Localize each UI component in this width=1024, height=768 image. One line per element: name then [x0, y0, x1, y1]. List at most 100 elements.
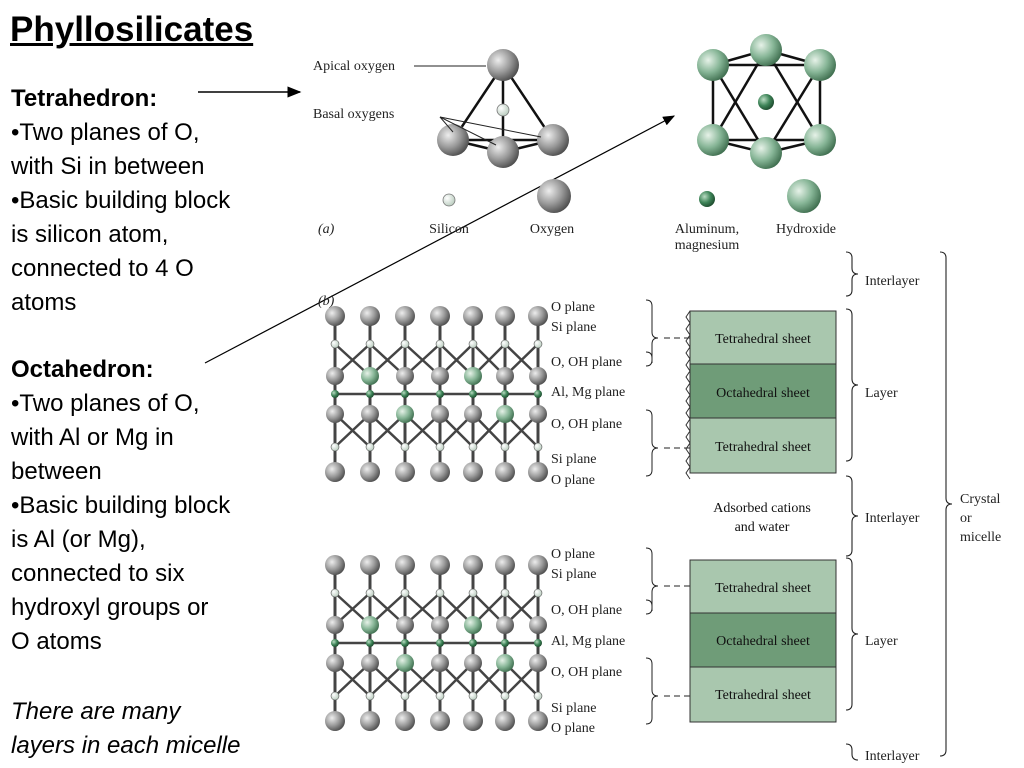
oxygen-atom	[431, 367, 449, 385]
hydroxide-atom	[361, 367, 379, 385]
silicon-atom	[365, 691, 375, 701]
tetra-line: is silicon atom,	[11, 221, 169, 248]
legend-oxygen: Oxygen	[530, 222, 574, 237]
note-line: layers in each micelle	[11, 732, 241, 759]
page-title: Phyllosilicates	[10, 10, 254, 49]
apical-oxygen-label: Apical oxygen	[313, 59, 395, 74]
aluminum-atom	[401, 390, 409, 398]
oxygen-atom	[325, 462, 345, 482]
plane-label: O plane	[551, 721, 595, 736]
aluminum-atom	[534, 639, 542, 647]
silicon-atom	[330, 588, 340, 598]
tetra-line: •Two planes of O,	[11, 119, 200, 146]
interlayer-label: Interlayer	[865, 749, 920, 764]
oxygen-atom	[463, 462, 483, 482]
oxygen-atom	[529, 654, 547, 672]
silicon-atom	[500, 339, 510, 349]
silicon-atom	[533, 442, 543, 452]
silicon-atom	[500, 691, 510, 701]
tetra-line: atoms	[11, 289, 77, 316]
interlayer-label: Interlayer	[865, 511, 920, 526]
oxygen-atom	[395, 462, 415, 482]
legend-hydroxide: Hydroxide	[776, 222, 836, 237]
aluminum-legend-icon	[699, 191, 715, 207]
plane-labels-bottom: O plane Si plane O, OH plane Al, Mg plan…	[551, 547, 625, 736]
aluminum-atom	[501, 390, 509, 398]
oxygen-atom	[529, 616, 547, 634]
plane-label: O plane	[551, 300, 595, 315]
panel-b-label: (b)	[318, 294, 335, 309]
oxygen-atom	[464, 654, 482, 672]
oxygen-atom	[528, 555, 548, 575]
plane-label: Al, Mg plane	[551, 385, 625, 400]
oxygen-atom	[496, 367, 514, 385]
hydroxide-atom	[396, 405, 414, 423]
plane-label: Si plane	[551, 320, 597, 335]
octa-line: between	[11, 458, 102, 485]
oxygen-atom	[464, 405, 482, 423]
oxygen-atom	[395, 711, 415, 731]
plane-label: O, OH plane	[551, 355, 622, 370]
oxygen-atom	[360, 555, 380, 575]
sheet-stack-top: Tetrahedral sheet Octahedral sheet Tetra…	[685, 310, 837, 480]
legend-magnesium: magnesium	[675, 238, 740, 253]
crystal-label: or	[960, 511, 972, 526]
octahedron-heading: Octahedron:	[11, 356, 154, 383]
silicon-atom	[500, 588, 510, 598]
oxygen-atom	[528, 711, 548, 731]
plane-label: Si plane	[551, 701, 597, 716]
octahedral-sheet-label: Octahedral sheet	[716, 634, 810, 649]
silicon-atom	[330, 691, 340, 701]
silicon-atom	[468, 588, 478, 598]
plane-label: O plane	[551, 473, 595, 488]
oxygen-atom	[431, 654, 449, 672]
adsorbed-label: Adsorbed cations	[713, 501, 811, 516]
interlayer-label: Interlayer	[865, 274, 920, 289]
silicon-atom	[533, 339, 543, 349]
legend-silicon: Silicon	[429, 222, 469, 237]
oxygen-atom	[360, 711, 380, 731]
tetra-line: connected to 4 O	[11, 255, 194, 282]
oxygen-atom	[326, 405, 344, 423]
aluminum-atom	[469, 639, 477, 647]
tetrahedral-sheet-label: Tetrahedral sheet	[715, 581, 811, 596]
oxygen-legend-icon	[537, 179, 571, 213]
silicon-atom	[330, 442, 340, 452]
hydroxide-legend-icon	[787, 179, 821, 213]
silicon-atom	[435, 691, 445, 701]
right-braces	[845, 251, 953, 761]
silicon-atom	[400, 691, 410, 701]
oxygen-atom	[360, 462, 380, 482]
oxygen-atom	[326, 367, 344, 385]
octa-line: •Basic building block	[11, 492, 231, 519]
oxygen-atom	[396, 367, 414, 385]
octa-line: connected to six	[11, 560, 185, 587]
octa-line: with Al or Mg in	[11, 424, 174, 451]
octahedron-arrow	[204, 115, 676, 364]
silicon-atom	[533, 588, 543, 598]
oxygen-atom	[529, 405, 547, 423]
sheet-stack-bottom: Tetrahedral sheet Octahedral sheet Tetra…	[689, 559, 837, 723]
plane-label: O, OH plane	[551, 603, 622, 618]
octa-line: is Al (or Mg),	[11, 526, 146, 553]
basal-oxygens-label: Basal oxygens	[313, 107, 394, 122]
layer-label: Layer	[865, 386, 898, 401]
oxygen-atom	[326, 616, 344, 634]
octahedron-text: Octahedron: •Two planes of O, with Al or…	[11, 353, 286, 659]
hydroxide-atom	[496, 654, 514, 672]
oxygen-atom	[463, 306, 483, 326]
oxygen-atom	[431, 616, 449, 634]
silicon-atom	[365, 588, 375, 598]
plane-labels-top: O plane Si plane O, OH plane Al, Mg plan…	[551, 300, 625, 488]
oxygen-atom	[395, 555, 415, 575]
aluminum-atom	[469, 390, 477, 398]
tetrahedral-sheet-label: Tetrahedral sheet	[715, 440, 811, 455]
oxygen-atom	[361, 654, 379, 672]
oxygen-atom	[325, 711, 345, 731]
oxygen-atom	[395, 306, 415, 326]
oxygen-atom	[495, 306, 515, 326]
plane-label: Si plane	[551, 452, 597, 467]
tetrahedral-sheet-label: Tetrahedral sheet	[715, 688, 811, 703]
oxygen-atom	[396, 616, 414, 634]
tetra-line: •Basic building block	[11, 187, 231, 214]
